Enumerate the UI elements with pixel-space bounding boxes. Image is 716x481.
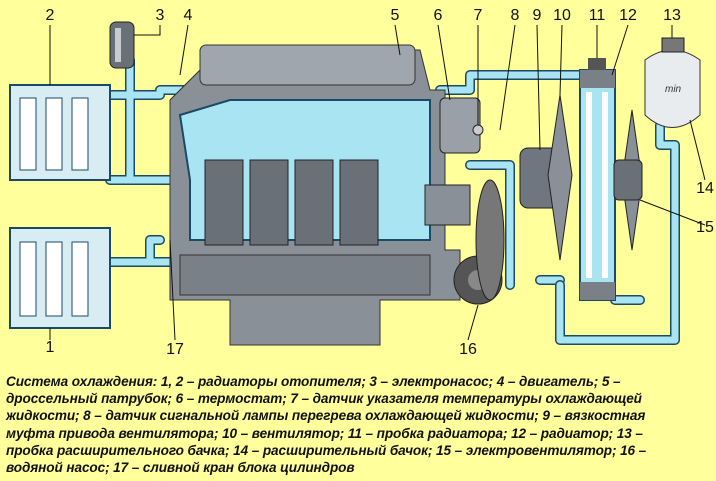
- label-4: 4: [184, 7, 193, 24]
- label-14: 14: [696, 180, 714, 197]
- label-13: 13: [663, 7, 681, 24]
- cooling-system-diagram: min 1 2 3 4 5 6 7 8 9 10 11 12 13 14 15 …: [9, 7, 714, 358]
- caption-line: Система охлаждения: 1, 2 – радиаторы ото…: [6, 374, 621, 389]
- label-10: 10: [553, 7, 571, 24]
- label-9: 9: [533, 7, 542, 24]
- label-15: 15: [696, 219, 714, 236]
- label-6: 6: [434, 7, 443, 24]
- figure-caption: Система охлаждения: 1, 2 – радиаторы ото…: [6, 373, 714, 476]
- caption-line: жидкости; 8 – датчик сигнальной лампы пе…: [6, 408, 646, 424]
- tank-min-mark: min: [665, 84, 682, 95]
- thermostat: [439, 97, 484, 154]
- radiator-cap: [588, 58, 606, 70]
- water-pump: [424, 179, 505, 305]
- fan: [547, 94, 573, 261]
- tank-cap: [661, 37, 685, 53]
- label-17: 17: [166, 341, 184, 358]
- leader-lines: [49, 24, 706, 341]
- label-3: 3: [156, 7, 165, 24]
- label-7: 7: [474, 7, 483, 24]
- caption-line: пробка расширительного бачка; 14 – расши…: [6, 442, 647, 458]
- caption-line: водяной насос; 17 – сливной кран блока ц…: [6, 460, 355, 476]
- label-5: 5: [391, 7, 400, 24]
- radiator: [579, 58, 616, 301]
- caption-line: дроссельный патрубок; 6 – термостат; 7 –…: [6, 391, 642, 407]
- label-1: 1: [46, 339, 55, 356]
- heater-radiator-1: [9, 227, 111, 329]
- label-8: 8: [511, 7, 520, 24]
- label-2: 2: [46, 7, 55, 24]
- part-number-labels: 1 2 3 4 5 6 7 8 9 10 11 12 13 14 15 16 1…: [46, 7, 714, 358]
- label-16: 16: [459, 341, 477, 358]
- expansion-tank: min: [644, 37, 701, 128]
- caption-line: муфта привода вентилятора; 10 – вентилят…: [6, 425, 643, 441]
- label-12: 12: [619, 7, 637, 24]
- electric-pump: [109, 21, 135, 69]
- heater-radiator-2: [9, 84, 111, 181]
- electric-fan: [613, 109, 643, 251]
- engine: [169, 44, 461, 346]
- label-11: 11: [589, 7, 606, 24]
